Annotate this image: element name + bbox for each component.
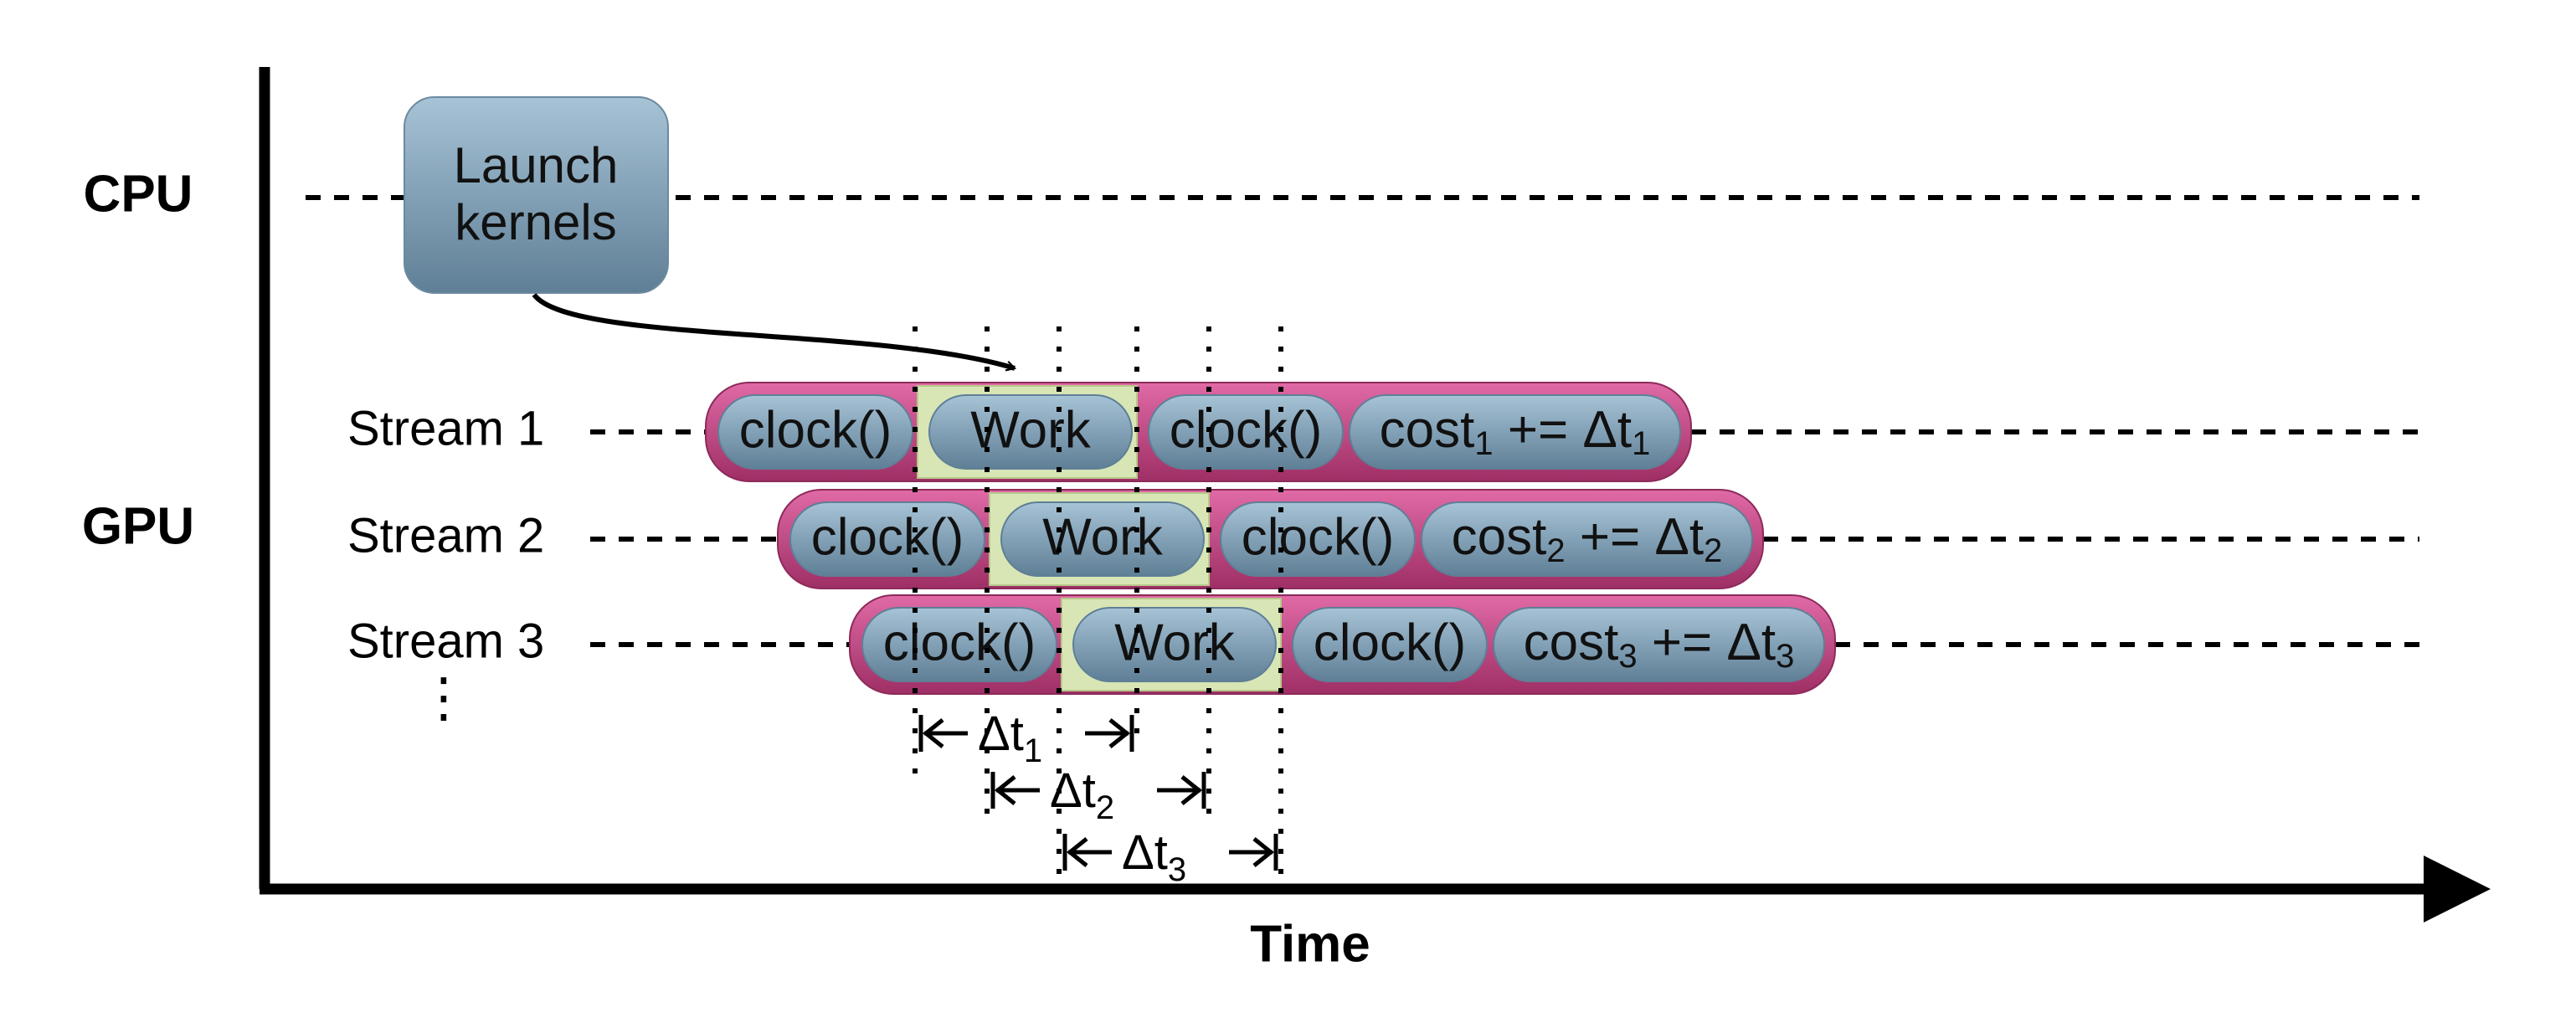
delta-label: Δt1 — [978, 707, 1042, 769]
cpu-label: CPU — [84, 165, 193, 223]
work-chip: Work — [928, 394, 1133, 470]
launch-kernels-box: Launch kernels — [404, 96, 669, 294]
cost-chip-label: cost1 += Δt1 — [1380, 401, 1651, 461]
delta-t1: Δt1 — [918, 707, 1134, 769]
cost-chip: cost1 += Δt1 — [1349, 394, 1681, 470]
delta-label: Δt3 — [1122, 825, 1186, 888]
cost-chip: cost2 += Δt2 — [1421, 501, 1753, 577]
work-chip-label: Work — [1042, 508, 1164, 566]
time-axis-label: Time — [1250, 915, 1370, 973]
timing-guides — [913, 326, 1283, 875]
delta-label: Δt2 — [1050, 763, 1114, 826]
clock-chip-label: clock() — [811, 508, 964, 566]
clock-chip: clock() — [1148, 394, 1344, 470]
more-streams-ellipsis: ⋮ — [417, 667, 470, 727]
clock-chip: clock() — [789, 501, 985, 577]
clock-chip: clock() — [861, 607, 1057, 682]
stream-label: Stream 1 — [347, 401, 544, 455]
cost-chip-label: cost3 += Δt3 — [1524, 614, 1795, 674]
clock-chip-label: clock() — [739, 401, 892, 459]
stream-row-2: Stream 2 clock() Work clock() cost2 += Δt2 — [347, 489, 2419, 589]
launch-line-1: Launch — [454, 137, 619, 193]
stream-label: Stream 3 — [347, 614, 544, 668]
work-chip-label: Work — [1114, 614, 1236, 671]
delta-t3: Δt3 — [1062, 825, 1278, 888]
clock-chip-label: clock() — [883, 614, 1036, 671]
clock-chip: clock() — [717, 394, 913, 470]
delta-t2: Δt2 — [990, 763, 1206, 826]
cost-chip-label: cost2 += Δt2 — [1452, 508, 1723, 568]
launch-arrow — [532, 293, 1017, 372]
clock-chip-label: clock() — [1242, 508, 1395, 566]
clock-chip-label: clock() — [1314, 614, 1467, 671]
time-axis-arrowhead — [2424, 856, 2491, 923]
clock-chip: clock() — [1220, 501, 1416, 577]
gpu-label: GPU — [82, 497, 194, 555]
clock-chip: clock() — [1292, 607, 1488, 682]
clock-chip-label: clock() — [1170, 401, 1323, 459]
stream-label: Stream 2 — [347, 508, 544, 563]
stream-row-3: Stream 3 clock() Work clock() cost3 += Δt3 — [347, 594, 2419, 695]
stream-row-1: Stream 1 clock() Work clock() cost1 += Δt1 — [347, 382, 2419, 482]
cost-chip: cost3 += Δt3 — [1493, 607, 1825, 682]
launch-line-2: kernels — [455, 194, 616, 250]
work-chip: Work — [1000, 501, 1205, 577]
work-chip-label: Work — [970, 401, 1092, 459]
work-chip: Work — [1072, 607, 1277, 682]
